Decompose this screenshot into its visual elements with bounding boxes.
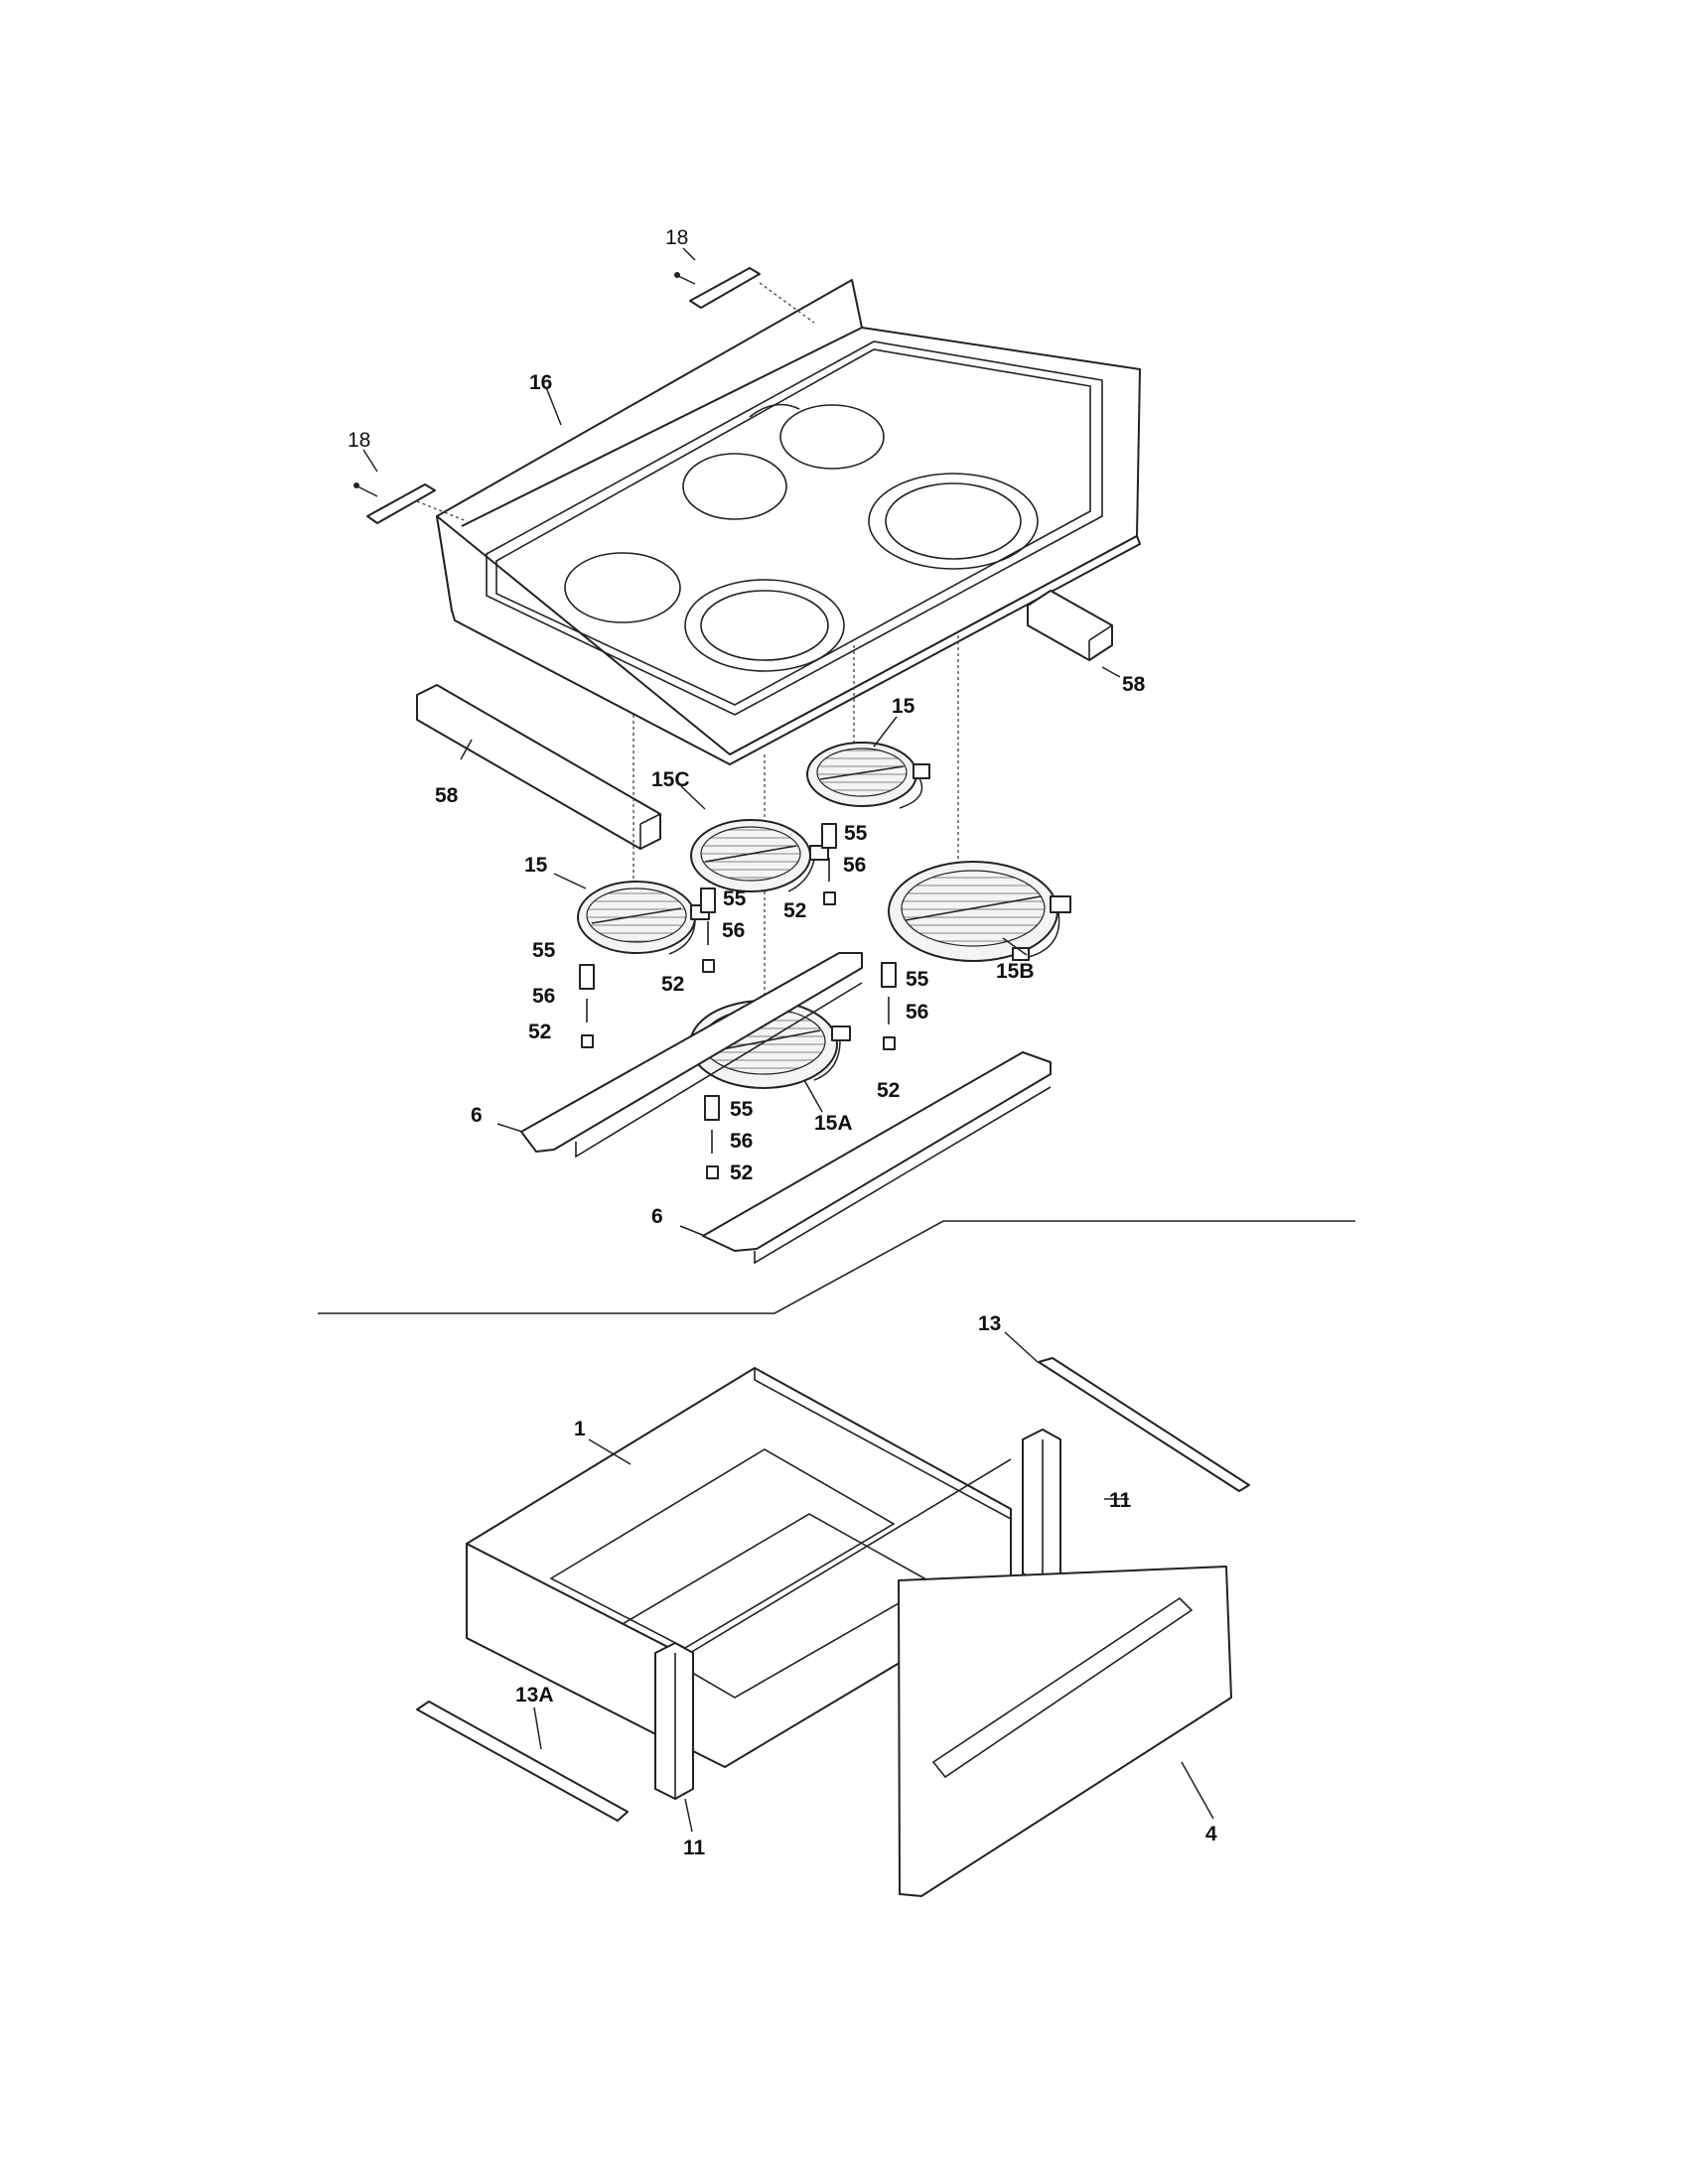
- callout-15b: 15B: [996, 960, 1035, 983]
- fastener-stack-b: [700, 887, 716, 973]
- rail-13a-left: [416, 1701, 629, 1822]
- callout-55-e: 55: [730, 1098, 754, 1121]
- element-15-left: [577, 881, 710, 955]
- callout-55-d: 55: [906, 968, 929, 991]
- support-6-left: [520, 952, 863, 1159]
- callout-55-b: 55: [723, 887, 747, 910]
- element-15c-center: [690, 819, 829, 892]
- callout-56-e: 56: [730, 1130, 753, 1153]
- element-15b-large-right: [888, 861, 1071, 962]
- drawer-assembly: [416, 1357, 1250, 1897]
- callout-15a: 15A: [814, 1112, 853, 1135]
- section-divider: [318, 1220, 1355, 1314]
- callout-56-c: 56: [532, 985, 555, 1008]
- bracket-11-left: [654, 1642, 694, 1800]
- callout-16: 16: [529, 371, 552, 394]
- callout-13a: 13A: [515, 1684, 554, 1706]
- callout-58-left: 58: [435, 784, 459, 807]
- callout-55-a: 55: [844, 822, 868, 845]
- bracket-18-left: [353, 482, 468, 524]
- callout-6-left: 6: [471, 1104, 483, 1127]
- callout-55-c: 55: [532, 939, 556, 962]
- callout-52-d: 52: [877, 1079, 900, 1102]
- drawer-front: [898, 1566, 1232, 1897]
- callout-52-e: 52: [730, 1161, 753, 1184]
- callout-56-a: 56: [843, 854, 866, 877]
- callout-18-right: 18: [665, 226, 688, 249]
- bracket-11-right: [1022, 1429, 1061, 1584]
- callout-52-a: 52: [783, 899, 806, 922]
- callouts: 18 18 16 58 58 15 15C 15 15B 15A 55 56 5…: [348, 226, 1217, 1859]
- callout-11-right: 11: [1109, 1489, 1132, 1512]
- callout-11-left: 11: [683, 1837, 706, 1859]
- callout-52-b: 52: [661, 973, 684, 996]
- cooktop-assembly: [318, 267, 1355, 1314]
- trim-58-left: [416, 684, 661, 850]
- callout-58-right: 58: [1122, 673, 1146, 696]
- fastener-stack-e: [704, 1095, 720, 1179]
- support-6-right: [702, 1051, 1052, 1265]
- element-15-rear-right: [806, 742, 930, 809]
- callout-4: 4: [1205, 1823, 1217, 1845]
- callout-15c: 15C: [651, 768, 690, 791]
- trim-58-right: [1027, 590, 1113, 661]
- callout-56-b: 56: [722, 919, 745, 942]
- callout-18-left: 18: [348, 429, 370, 452]
- callout-6-right: 6: [651, 1205, 663, 1228]
- leader-lines: [362, 247, 1214, 1833]
- callout-13: 13: [978, 1312, 1001, 1335]
- cooktop-main-top: [436, 279, 1141, 765]
- bracket-18-right: [674, 267, 815, 324]
- callout-15-rear-right: 15: [892, 695, 915, 718]
- callout-56-d: 56: [906, 1001, 928, 1024]
- callout-1: 1: [574, 1418, 586, 1440]
- fastener-stack-a: [821, 823, 837, 905]
- fastener-stack-d: [881, 962, 897, 1050]
- callout-15-left: 15: [524, 854, 548, 877]
- callout-52-c: 52: [528, 1021, 551, 1043]
- fastener-stack-c: [579, 964, 595, 1048]
- rail-13-right: [1038, 1357, 1250, 1492]
